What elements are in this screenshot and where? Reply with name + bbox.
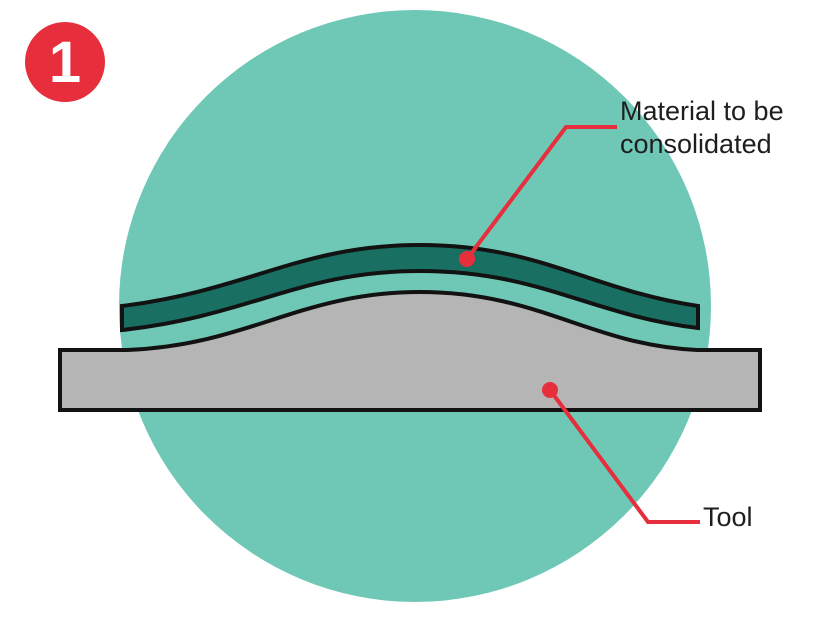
callout-line-tool <box>548 388 700 524</box>
step-badge-number: 1 <box>48 29 82 95</box>
material-label: Material to be consolidated <box>620 95 784 161</box>
step-badge-circle <box>25 22 105 102</box>
tool-label: Tool <box>703 502 753 532</box>
material-label-line2: consolidated <box>620 129 772 159</box>
callout-dot-tool <box>542 382 558 398</box>
material-label-line1: Material to be <box>620 96 784 126</box>
callout-dot-material <box>459 251 475 267</box>
material-band <box>120 242 700 333</box>
tool-shape <box>58 289 762 412</box>
callout-line-material <box>465 125 617 261</box>
